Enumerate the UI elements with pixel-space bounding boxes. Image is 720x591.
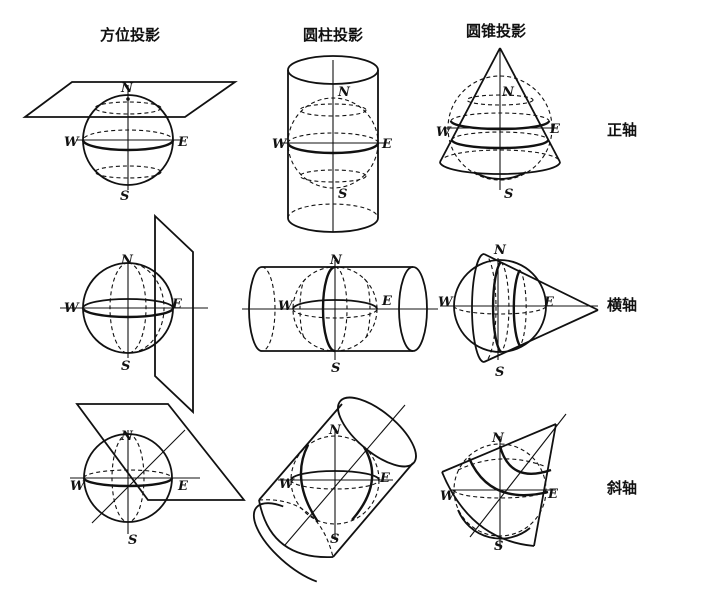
row-label-normal: 正轴 <box>607 121 637 139</box>
label-south: S <box>338 187 347 202</box>
label-east: E <box>381 137 393 152</box>
transverse-azimuthal-figure <box>60 213 208 415</box>
transverse-cylindrical-figure <box>242 260 438 360</box>
label-south: S <box>120 189 129 204</box>
normal-cylindrical-figure <box>282 55 384 233</box>
label-west: W <box>272 137 288 152</box>
label-east: E <box>177 135 189 150</box>
label-east: E <box>549 122 561 137</box>
label-south: S <box>128 533 137 548</box>
label-north: N <box>120 81 134 96</box>
header-azimuthal: 方位投影 <box>100 26 160 44</box>
label-west: W <box>64 135 80 150</box>
label-north: N <box>501 85 515 100</box>
label-north: N <box>329 253 343 268</box>
label-west: W <box>278 299 294 314</box>
label-south: S <box>495 365 504 380</box>
row-label-oblique: 斜轴 <box>606 479 637 497</box>
label-north: N <box>493 243 507 258</box>
header-conical: 圆锥投影 <box>466 22 526 40</box>
label-north: N <box>491 431 505 446</box>
label-north: N <box>337 85 351 100</box>
label-east: E <box>543 295 555 310</box>
label-west: W <box>64 301 80 316</box>
transverse-conical-figure <box>440 253 599 363</box>
label-north: N <box>120 253 134 268</box>
oblique-cylindrical-figure <box>252 396 417 583</box>
label-south: S <box>504 187 513 202</box>
label-west: W <box>279 477 295 492</box>
label-south: S <box>494 539 503 554</box>
label-west: W <box>440 489 456 504</box>
label-east: E <box>379 471 391 486</box>
label-south: S <box>330 532 339 547</box>
header-cylindrical: 圆柱投影 <box>303 26 363 44</box>
oblique-conical-figure <box>441 413 567 550</box>
label-north: N <box>120 429 134 444</box>
label-west: W <box>70 479 86 494</box>
label-north: N <box>328 423 342 438</box>
oblique-azimuthal-figure <box>70 403 246 534</box>
label-east: E <box>381 294 393 309</box>
label-south: S <box>331 361 340 376</box>
row-label-transverse: 横轴 <box>607 296 637 314</box>
label-west: W <box>438 295 454 310</box>
label-west: W <box>436 125 452 140</box>
label-east: E <box>177 479 189 494</box>
normal-azimuthal-figure <box>22 81 238 190</box>
normal-conical-figure <box>439 47 561 190</box>
label-east: E <box>547 487 559 502</box>
label-east: E <box>171 297 183 312</box>
label-south: S <box>121 359 130 374</box>
